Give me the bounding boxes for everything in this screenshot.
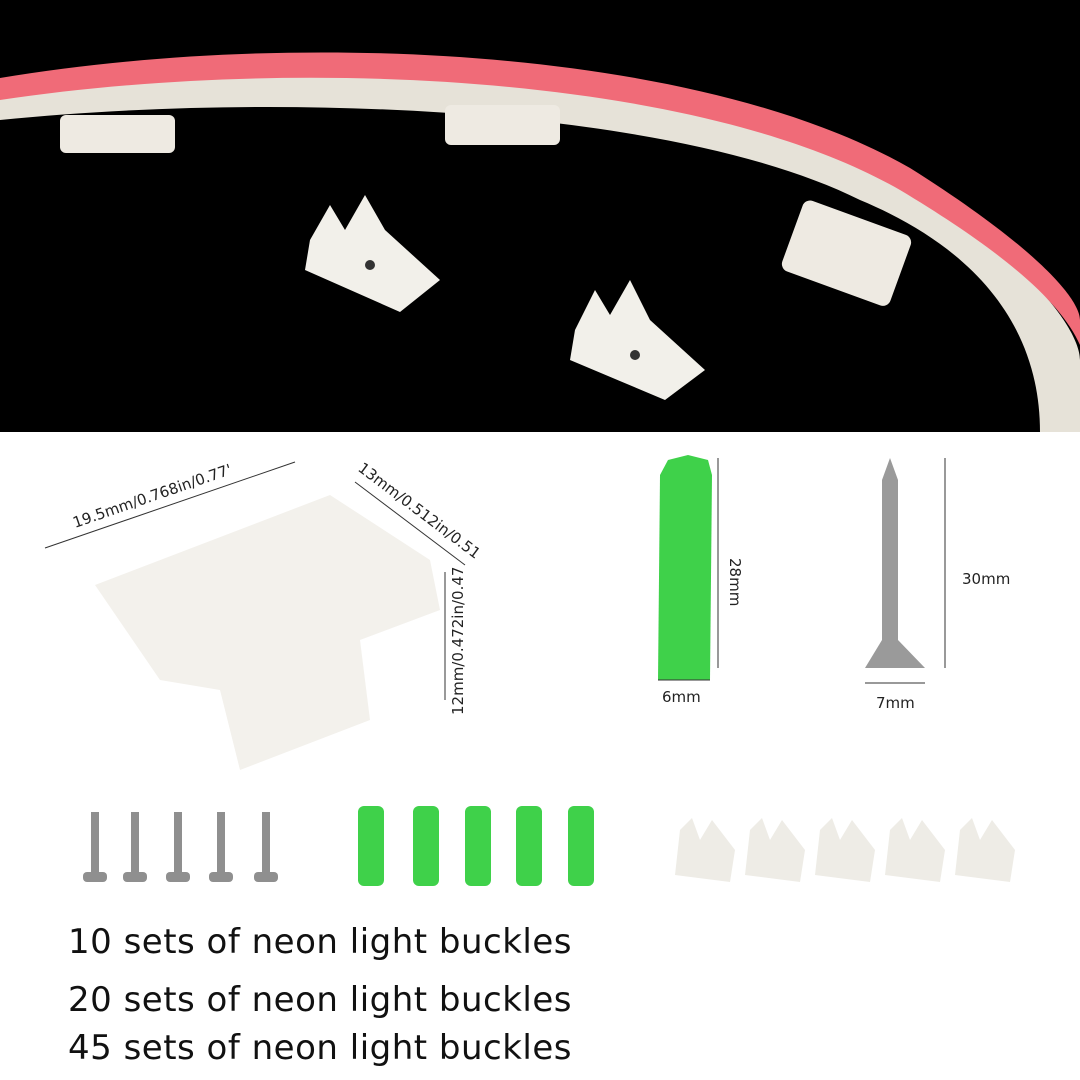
anchor-width-label: 6mm (662, 688, 701, 706)
caption-45-sets: 45 sets of neon light buckles (68, 1028, 573, 1068)
product-details: 19.5mm/0.768in/0.77' 13mm/0.512in/0.51 1… (0, 432, 1080, 1080)
clip-diagram: 19.5mm/0.768in/0.77' 13mm/0.512in/0.51 1… (44, 459, 484, 770)
caption-10-sets: 10 sets of neon light buckles (68, 922, 573, 962)
anchor-length-label: 28mm (726, 558, 744, 606)
clip-height-label: 12mm/0.472in/0.47 (449, 567, 467, 715)
screw-diagram: 30mm 7mm (865, 458, 1010, 712)
screw-length-label: 30mm (962, 570, 1010, 588)
mounted-clips (60, 105, 912, 306)
neon-strip-photo (0, 0, 1080, 432)
caption-20-sets: 20 sets of neon light buckles (68, 980, 573, 1020)
loose-clip-1 (305, 195, 440, 312)
screws-row (83, 812, 278, 882)
loose-clip-2 (570, 280, 705, 400)
anchors-row (358, 806, 594, 886)
anchor-diagram: 28mm 6mm (658, 455, 744, 706)
screw-width-label: 7mm (876, 694, 915, 712)
neon-strip (0, 64, 1080, 432)
clips-row (675, 818, 1015, 882)
clip-length-label: 19.5mm/0.768in/0.77' (70, 460, 234, 531)
neon-strip-glow (0, 52, 1080, 345)
